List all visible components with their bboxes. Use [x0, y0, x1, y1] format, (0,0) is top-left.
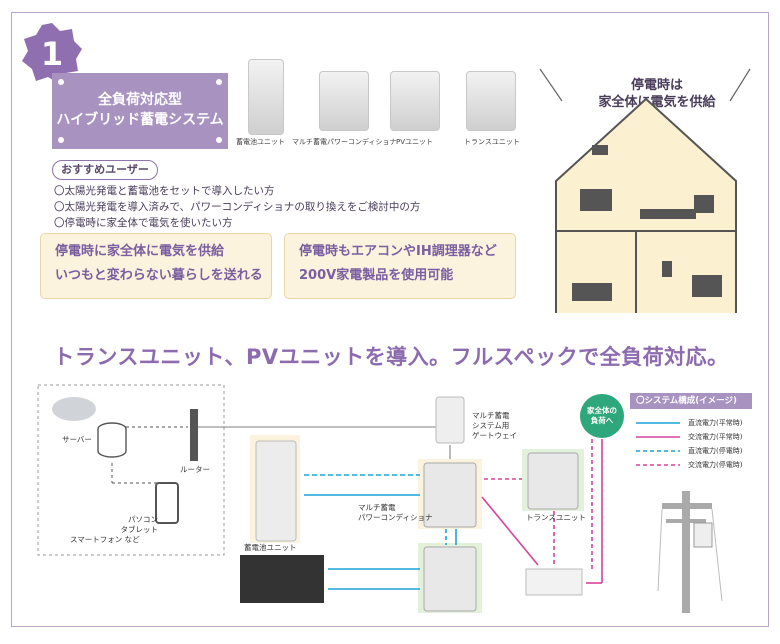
battery-unit-image: [248, 59, 284, 135]
recommended-item: 〇停電時に家全体で電気を使いたい方: [54, 217, 233, 229]
trans-unit-label: トランスユニット: [464, 138, 520, 146]
pv-unit-label: PVユニット: [396, 138, 434, 146]
devices-line: スマートフォン など: [70, 535, 140, 544]
battery-unit-label: 蓄電池ユニット: [236, 138, 285, 146]
bed-icon: [640, 209, 696, 219]
cloud-icon: [52, 397, 96, 421]
gateway-image: [435, 396, 465, 444]
pv-unit-image: [390, 71, 440, 131]
corner-dot: [216, 79, 222, 85]
pcs-diagram-label: マルチ蓄電 パワーコンディショナ: [358, 503, 432, 523]
callout-box: 停電時に家全体に電気を供給 いつもと変わらない暮らしを送れる: [40, 233, 272, 299]
pcs-image: [319, 71, 369, 131]
title-box: 全負荷対応型 ハイブリッド蓄電システム: [52, 73, 228, 149]
outage-caption: 停電時は 家全体に電気を供給: [572, 77, 742, 111]
whole-house-load-badge: 家全体の 負荷へ: [580, 394, 624, 438]
battery-unit-device: [255, 440, 297, 542]
gateway-line: マルチ蓄電: [472, 411, 510, 420]
recommended-item: 〇太陽光発電と蓄電池をセットで導入したい方: [54, 185, 275, 197]
distribution-board: [525, 568, 583, 596]
callout-line: 停電時に家全体に電気を供給: [55, 244, 225, 259]
gateway-line: ゲートウェイ: [472, 431, 517, 440]
legend-swatches: [636, 422, 680, 466]
server-label: サーバー: [62, 435, 92, 444]
callout-line: 停電時もエアコンやIH調理器など: [299, 244, 497, 259]
corner-dot: [58, 137, 64, 143]
battery-diagram-label: 蓄電池ユニット: [244, 543, 297, 552]
router-label: ルーター: [180, 465, 210, 474]
load-line: 負荷へ: [590, 416, 614, 425]
recommended-item: 〇太陽光発電を導入済みで、パワーコンディショナの取り換えをご検討中の方: [54, 201, 421, 213]
trans-diagram-label: トランスユニット: [526, 513, 586, 522]
tv-icon: [580, 189, 612, 211]
pcs-device: [423, 462, 477, 528]
recommended-pill: おすすめユーザー: [52, 160, 158, 180]
pcs-label: マルチ蓄電パワーコンディショナ: [292, 138, 397, 146]
smartphone-icon: [155, 482, 179, 524]
step-badge: 1: [22, 23, 82, 83]
load-line: 家全体の: [587, 406, 617, 415]
legend-title: 〇システム構成(イメージ): [630, 393, 752, 409]
callout-line: 200V家電製品を使用可能: [299, 268, 454, 283]
system-diagram: [37, 384, 603, 613]
headline: トランスユニット、PVユニットを導入。フルスペックで全負荷対応。: [53, 345, 729, 369]
devices-line: タブレット: [120, 525, 159, 534]
legend-label: 交流電力(停電時): [688, 461, 743, 469]
outage-line2: 家全体に電気を供給: [598, 95, 716, 110]
title-line2: ハイブリッド蓄電システム: [56, 112, 224, 128]
pv-unit-device: [423, 546, 477, 612]
corner-dot: [216, 137, 222, 143]
pcs-line: マルチ蓄電: [358, 503, 396, 512]
callout-line: いつもと変わらない暮らしを送れる: [55, 268, 263, 283]
gateway-line: システム用: [472, 421, 510, 430]
title-line1: 全負荷対応型: [98, 92, 182, 108]
trans-unit-image: [466, 71, 516, 131]
legend-label: 直流電力(停電時): [688, 447, 743, 455]
devices-line: パソコン: [128, 515, 158, 524]
badge-number: 1: [41, 35, 63, 73]
utility-pole-illustration: [657, 491, 723, 613]
solar-panel-icon: [240, 555, 324, 603]
trans-unit-device: [527, 452, 579, 510]
sofa-icon: [572, 283, 612, 301]
content-frame: 1 全負荷対応型 ハイブリッド蓄電システム 蓄電池ユニット マルチ蓄電パワーコン…: [11, 12, 769, 627]
devices-label: パソコン タブレット: [104, 515, 159, 535]
legend-label: 交流電力(平常時): [688, 433, 743, 441]
router-icon: [190, 409, 198, 461]
outage-line1: 停電時は: [630, 78, 683, 93]
corner-dot: [58, 79, 64, 85]
pcs-line: パワーコンディショナ: [358, 513, 433, 522]
gateway-label: マルチ蓄電 システム用 ゲートウェイ: [472, 411, 517, 441]
house-illustration: [539, 68, 751, 313]
lamp-icon: [662, 261, 672, 277]
callout-box: 停電時もエアコンやIH調理器など 200V家電製品を使用可能: [284, 233, 516, 299]
legend-label: 直流電力(平常時): [688, 419, 743, 427]
